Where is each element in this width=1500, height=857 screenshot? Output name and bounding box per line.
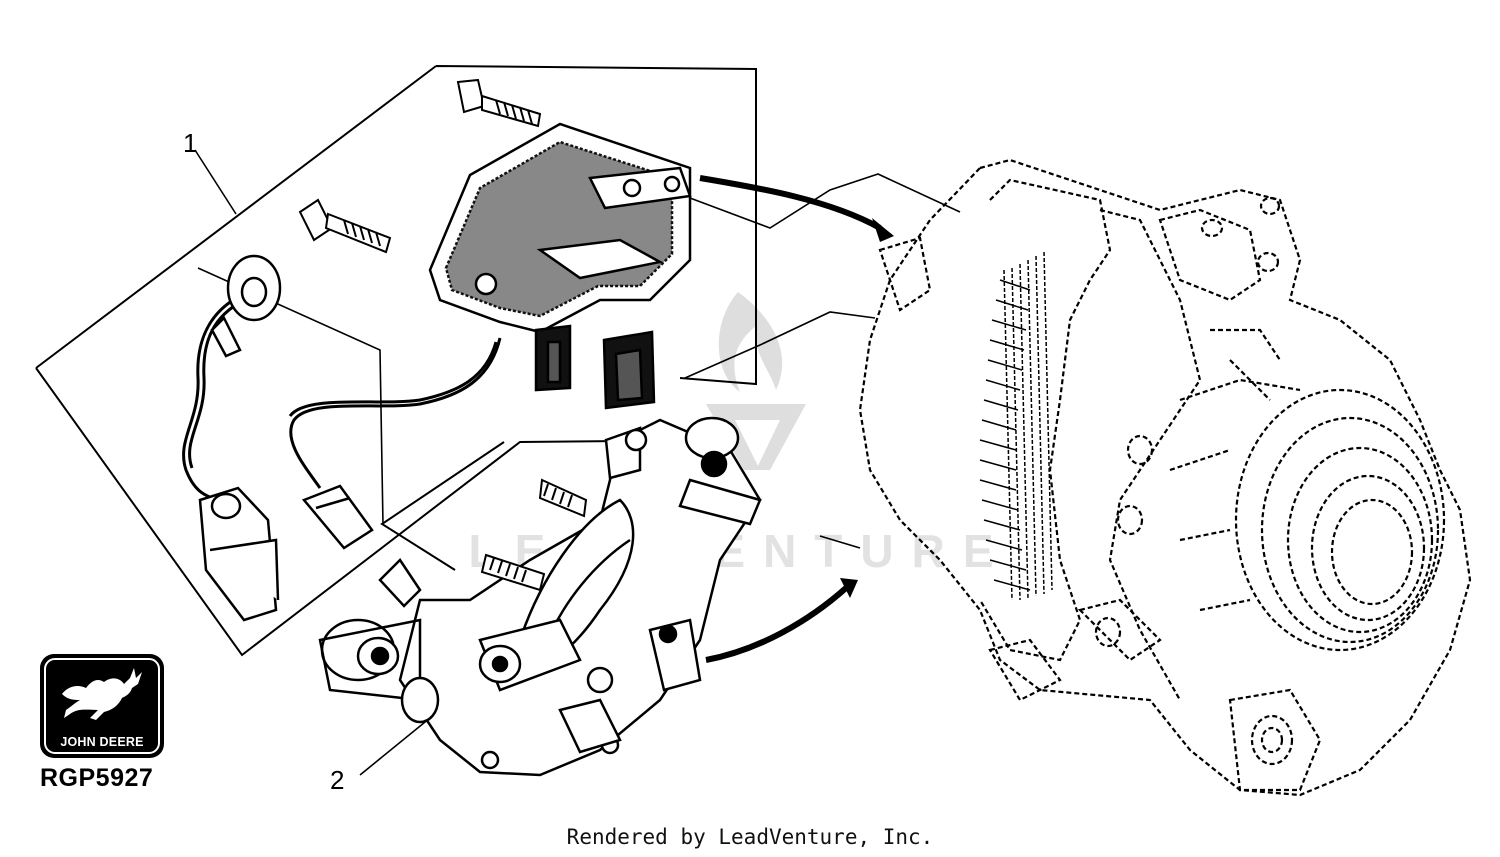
- screw-middle: [298, 198, 392, 254]
- brush-terminal-right: [301, 484, 374, 550]
- john-deere-logo: JOHN DEERE: [40, 654, 164, 758]
- arrow-regulator-to-alternator: [699, 175, 894, 242]
- leader-lines: [194, 149, 961, 776]
- rectifier-studs: [480, 478, 588, 592]
- screw-top: [456, 78, 542, 128]
- arrow-rectifier-to-alternator: [705, 578, 858, 663]
- alternator-fan-fins: [979, 251, 1053, 601]
- footer-credit: Rendered by LeadVenture, Inc.: [566, 825, 934, 849]
- callout-1: 1: [183, 128, 198, 158]
- alternator-housing: [858, 158, 1472, 797]
- deer-icon: [62, 668, 142, 720]
- logo-text: JOHN DEERE: [60, 735, 144, 749]
- callout-2: 2: [330, 765, 345, 795]
- ring-terminal: [210, 254, 282, 358]
- voltage-regulator: [428, 122, 692, 410]
- rectifier-assembly: [318, 416, 762, 777]
- kit-outline: [35, 65, 757, 657]
- brush-terminal-left: [198, 486, 280, 622]
- figure-id: RGP5927: [40, 764, 154, 792]
- wire-harness: [182, 294, 502, 502]
